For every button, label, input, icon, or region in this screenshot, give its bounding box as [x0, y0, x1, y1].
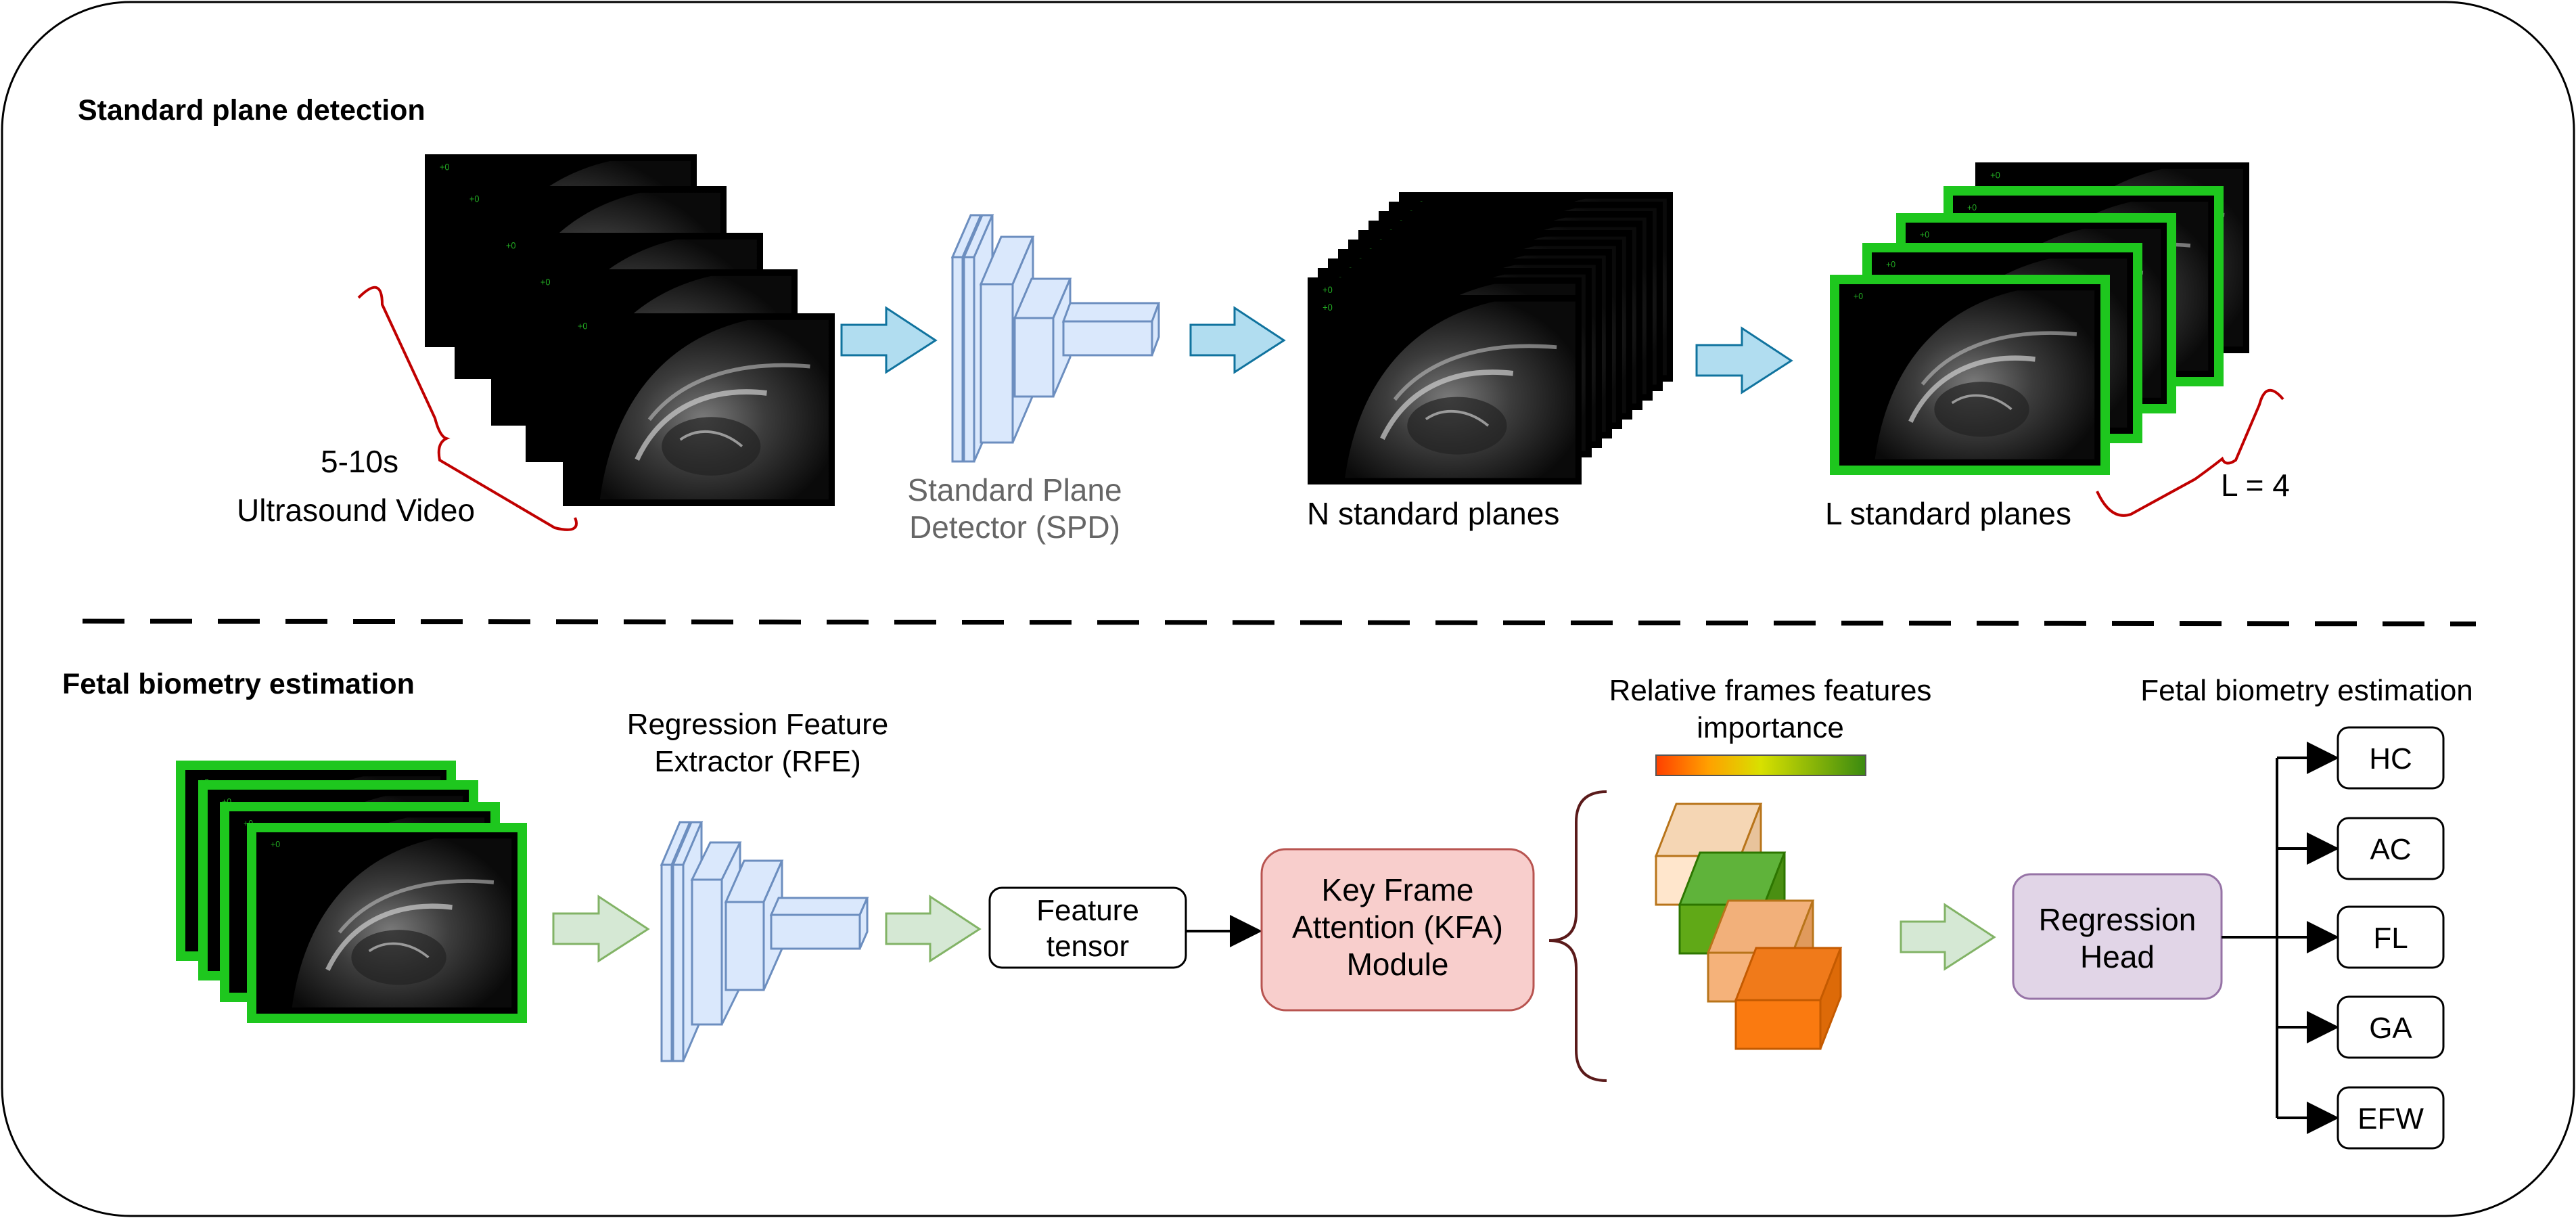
spd-label-line1: Standard Plane — [907, 472, 1122, 508]
spd-label-line2: Detector (SPD) — [909, 510, 1120, 545]
kfa-line3: Module — [1347, 947, 1449, 982]
weighted-feature-cuboids — [1654, 803, 1843, 1050]
output-connectors — [2222, 742, 2339, 1134]
arrow-planes-to-rfe — [552, 895, 650, 963]
kfa-line2: Attention (KFA) — [1292, 909, 1503, 945]
output-box-ga: GA — [2337, 995, 2445, 1059]
output-box-hc: HC — [2337, 726, 2445, 790]
video-label: Ultrasound Video — [237, 493, 475, 528]
regression-head-line2: Head — [2080, 939, 2155, 974]
arrow-spd-to-n-planes — [1189, 306, 1286, 374]
arrow-features-to-head — [1900, 903, 1996, 971]
output-label-ac: AC — [2370, 833, 2411, 866]
feature-tensor-line1: Feature — [1036, 894, 1139, 927]
rfe-cnn-icon — [660, 821, 869, 1062]
importance-brace — [1548, 790, 1607, 1082]
feature-tensor-box: Feature tensor — [988, 886, 1187, 969]
arrow-rfe-to-tensor — [885, 895, 982, 963]
importance-line2: importance — [1697, 711, 1844, 744]
rfe-label-line2: Extractor (RFE) — [654, 745, 861, 778]
arrow-n-to-l-planes — [1695, 326, 1793, 394]
l-planes-input-stack — [176, 761, 527, 1023]
video-brace — [357, 286, 578, 531]
l-value-label: L = 4 — [2221, 468, 2290, 503]
output-label-ga: GA — [2369, 1012, 2412, 1045]
output-label-hc: HC — [2369, 742, 2412, 775]
outputs-title: Fetal biometry estimation — [2140, 674, 2473, 707]
output-box-fl: FL — [2337, 905, 2445, 969]
l-planes-label: L standard planes — [1825, 496, 2071, 531]
section-title-top: Standard plane detection — [78, 94, 426, 127]
kfa-module-box: Key Frame Attention (KFA) Module — [1260, 848, 1535, 1012]
output-box-ac: AC — [2337, 817, 2445, 880]
l-standard-planes-stack — [1830, 162, 2249, 475]
feature-tensor-line2: tensor — [1046, 930, 1129, 963]
spd-cnn-icon — [950, 214, 1161, 463]
feature-cube-4 — [1734, 947, 1843, 1050]
section-title-bottom: Fetal biometry estimation — [62, 668, 415, 700]
output-label-efw: EFW — [2358, 1102, 2424, 1135]
importance-line1: Relative frames features — [1609, 674, 1932, 707]
section-divider — [82, 618, 2477, 627]
output-label-fl: FL — [2373, 922, 2408, 955]
l-planes-brace — [2096, 388, 2284, 517]
output-box-efw: EFW — [2337, 1086, 2445, 1150]
arrow-video-to-spd — [840, 306, 938, 374]
importance-color-scale — [1655, 754, 1866, 776]
regression-head-box: Regression Head — [2012, 873, 2223, 1000]
kfa-line1: Key Frame — [1322, 872, 1474, 907]
rfe-label-line1: Regression Feature — [627, 708, 888, 741]
regression-head-line1: Regression — [2039, 902, 2196, 937]
n-planes-label: N standard planes — [1307, 496, 1559, 531]
video-duration: 5-10s — [321, 444, 398, 479]
